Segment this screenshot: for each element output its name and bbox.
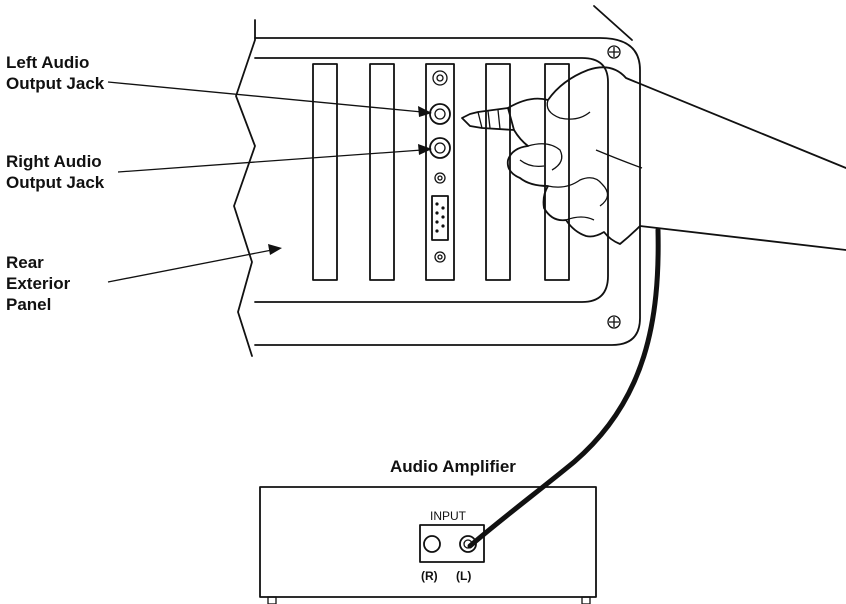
game-port-connector (431, 195, 449, 241)
svg-text:Panel: Panel (6, 295, 51, 314)
svg-text:Right Audio: Right Audio (6, 152, 102, 171)
arrowhead (418, 144, 432, 155)
left-audio-jack (429, 103, 451, 125)
arrowhead (268, 244, 282, 255)
jack-top (432, 70, 448, 86)
expansion-slot (485, 63, 511, 281)
right-audio-jack (429, 137, 451, 159)
input-label: INPUT (430, 509, 467, 523)
left-input-jack (459, 535, 477, 553)
audio-amplifier: Audio Amplifier INPUT (R) (L) (259, 457, 597, 604)
audio-card-bracket (425, 63, 455, 281)
label-right-audio-output-jack: Right Audio Output Jack (6, 144, 432, 192)
screw-bottom-right (607, 315, 621, 329)
input-panel (419, 524, 485, 563)
expansion-slot (369, 63, 395, 281)
expansion-slot (312, 63, 338, 281)
hand-holding-plug (461, 66, 846, 251)
label-left-audio-output-jack: Left Audio Output Jack (6, 53, 432, 117)
amplifier-title: Audio Amplifier (390, 457, 516, 476)
svg-text:Exterior: Exterior (6, 274, 71, 293)
svg-text:Rear: Rear (6, 253, 44, 272)
left-input-label: (L) (456, 569, 471, 583)
svg-text:Output Jack: Output Jack (6, 74, 105, 93)
screw-top-right (607, 45, 621, 59)
svg-text:Left Audio: Left Audio (6, 53, 89, 72)
bracket-screw (434, 172, 446, 184)
label-rear-exterior-panel: Rear Exterior Panel (6, 244, 282, 314)
arrowhead (418, 106, 432, 117)
expansion-slot (544, 63, 570, 281)
svg-text:Output Jack: Output Jack (6, 173, 105, 192)
bracket-screw (434, 251, 446, 263)
audio-cable (467, 227, 661, 549)
right-input-jack (423, 535, 441, 553)
right-input-label: (R) (421, 569, 438, 583)
